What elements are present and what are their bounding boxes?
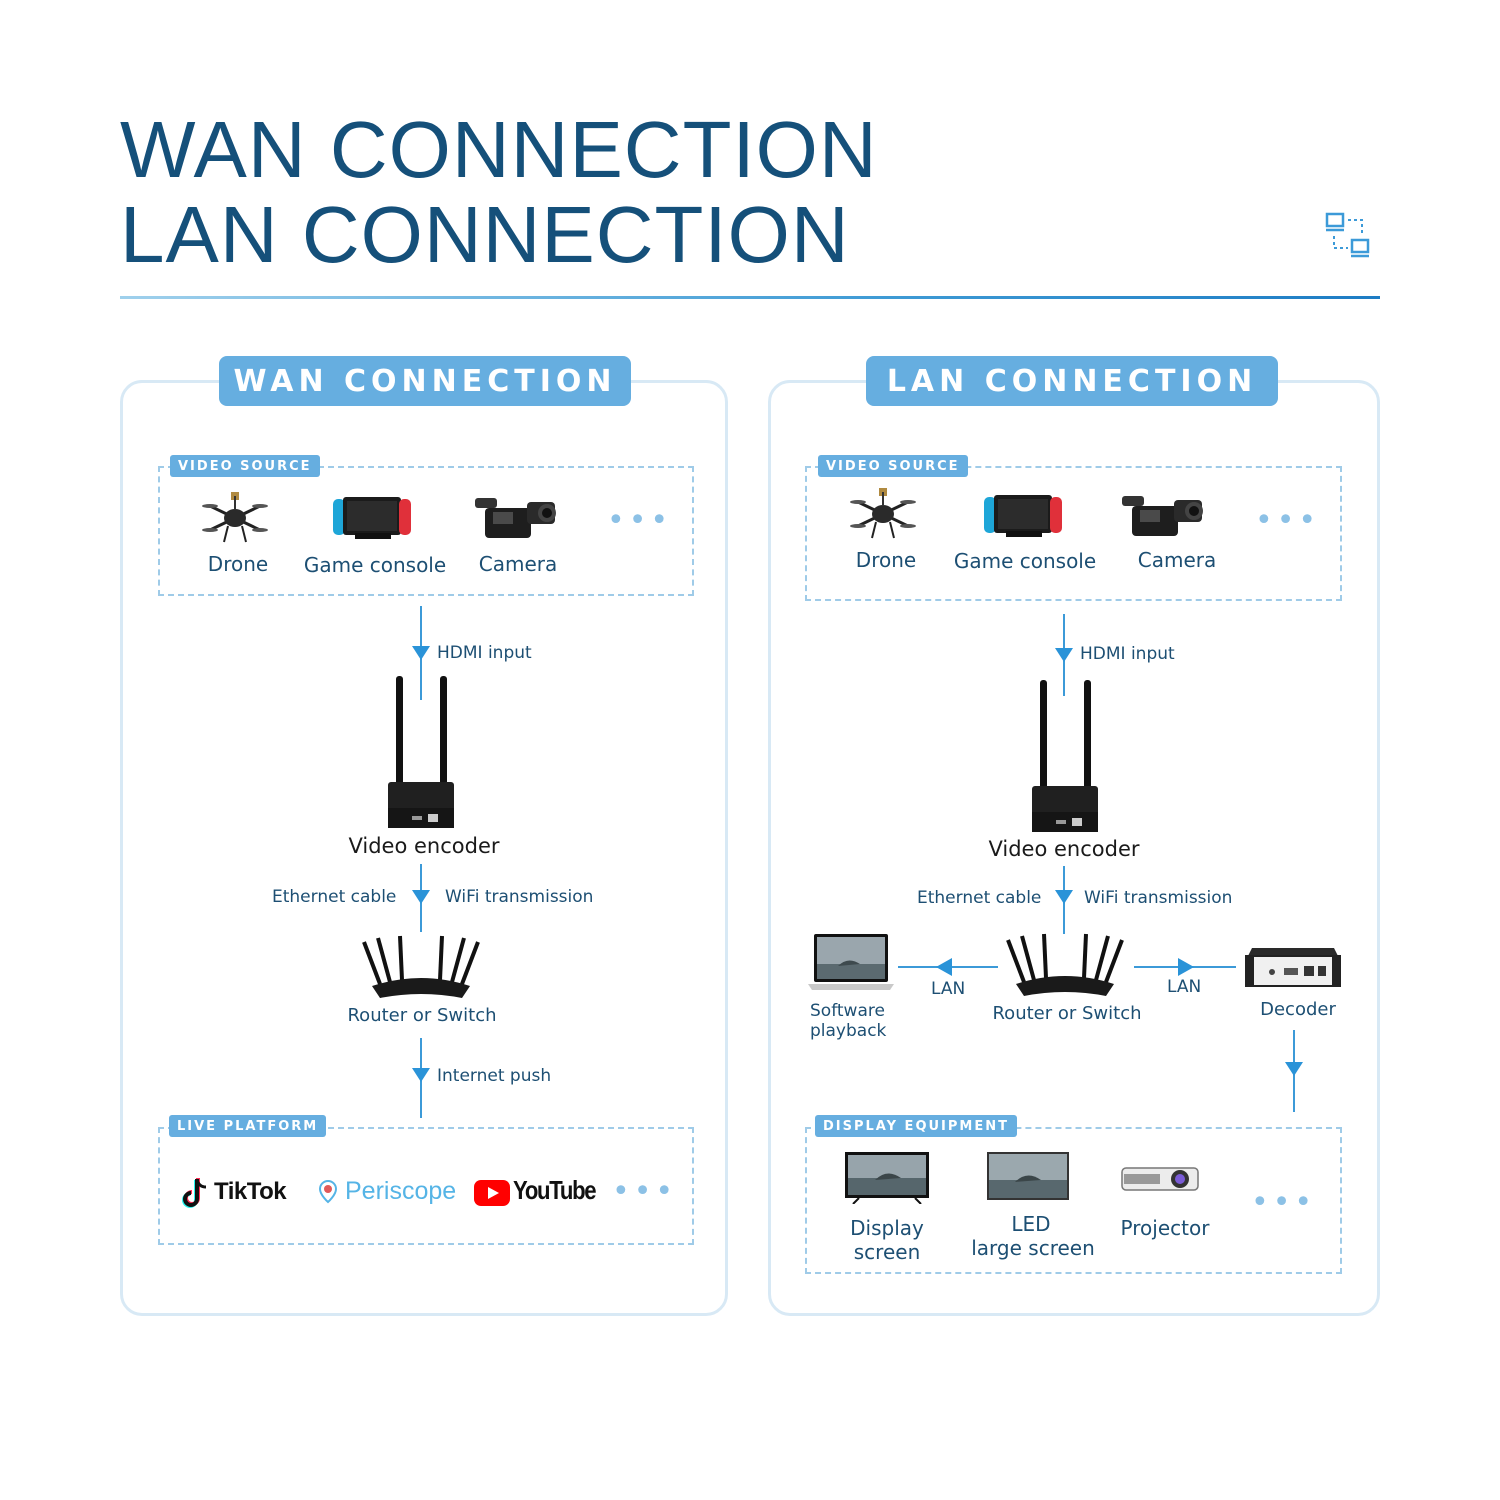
wan-platform-box (158, 1127, 694, 1245)
camera-icon (1122, 496, 1203, 536)
periscope-icon (318, 1180, 338, 1204)
wan-platform-tag: LIVE PLATFORM (169, 1115, 327, 1137)
tiktok-icon (182, 1178, 207, 1208)
arrow-down-icon (1055, 890, 1073, 904)
lan-software-label-1: Software (810, 1001, 885, 1021)
lan-left-label: LAN (931, 979, 966, 999)
lan-software-label-2: playback (810, 1021, 887, 1041)
lan-encoder-label: Video encoder (988, 837, 1140, 861)
lan-right-label: LAN (1167, 977, 1202, 997)
lan-display-box (805, 1127, 1342, 1274)
source-label-camera: Camera (478, 552, 558, 576)
lan-display-tag: DISPLAY EQUIPMENT (815, 1115, 1017, 1137)
network-icon (1325, 212, 1370, 258)
router-icon (362, 935, 480, 998)
lan-source-box (805, 466, 1342, 601)
arrow-left-icon (936, 958, 952, 976)
lan-display-label-1: Display (850, 1216, 924, 1240)
tv-icon (845, 1152, 929, 1204)
source-label-game-console: Game console (303, 553, 447, 577)
router-icon (1006, 933, 1124, 996)
lan-ethernet-label: Ethernet cable (917, 888, 1042, 908)
lan-hdmi-label: HDMI input (1080, 644, 1175, 664)
arrow-down-icon (412, 646, 430, 660)
arrow-down-icon (412, 1068, 430, 1082)
video-encoder-icon (1032, 680, 1098, 832)
lan-display-label-2: screen (853, 1240, 921, 1264)
lan-decoder-label: Decoder (1260, 999, 1336, 1020)
wan-encoder-label: Video encoder (348, 834, 500, 858)
video-encoder-icon (388, 676, 454, 828)
wan-hdmi-label: HDMI input (437, 643, 532, 663)
periscope-logo-text: Periscope (345, 1177, 457, 1205)
camera-icon (475, 498, 556, 538)
drone-icon (850, 488, 916, 539)
laptop-icon (808, 934, 894, 990)
arrow-down-icon (1285, 1062, 1303, 1076)
more-platforms-dots: ••• (612, 1174, 678, 1209)
arrow-down-icon (1055, 648, 1073, 662)
more-sources-dots: ••• (1255, 503, 1321, 538)
game-console-icon (333, 497, 411, 539)
wan-router-label: Router or Switch (347, 1005, 497, 1026)
page-title-lan: LAN CONNECTION (120, 190, 850, 279)
lan-wifi-label: WiFi transmission (1084, 888, 1233, 908)
wan-ethernet-label: Ethernet cable (272, 887, 397, 907)
lan-router-label: Router or Switch (992, 1003, 1142, 1024)
more-sources-dots: ••• (607, 503, 673, 538)
youtube-icon (474, 1180, 510, 1206)
tiktok-logo-text: TikTok (214, 1178, 287, 1205)
header-divider (120, 296, 1380, 299)
arrow-down-icon (412, 890, 430, 904)
page-title-wan: WAN CONNECTION (120, 105, 878, 194)
projector-icon (1121, 1167, 1199, 1191)
arrow-right-icon (1178, 958, 1194, 976)
wan-wifi-label: WiFi transmission (445, 887, 594, 907)
tv-icon (987, 1152, 1069, 1200)
source-label-drone: Drone (207, 552, 269, 576)
lan-led-label-2: large screen (971, 1236, 1095, 1260)
more-displays-dots: ••• (1251, 1185, 1317, 1220)
wan-pill: WAN CONNECTION (219, 356, 631, 406)
decoder-icon (1245, 948, 1341, 987)
wan-source-tag: VIDEO SOURCE (170, 455, 320, 477)
drone-icon (202, 492, 268, 543)
game-console-icon (984, 495, 1062, 537)
lan-source-tag: VIDEO SOURCE (818, 455, 968, 477)
wan-source-box (158, 466, 694, 596)
youtube-logo-text: YouTube (513, 1175, 597, 1205)
lan-pill: LAN CONNECTION (866, 356, 1278, 406)
lan-led-label-1: LED (1011, 1212, 1051, 1236)
wan-push-label: Internet push (437, 1066, 552, 1086)
lan-projector-label: Projector (1120, 1216, 1210, 1240)
source-label-game-console: Game console (953, 549, 1097, 573)
source-label-camera: Camera (1137, 548, 1217, 572)
source-label-drone: Drone (855, 548, 917, 572)
